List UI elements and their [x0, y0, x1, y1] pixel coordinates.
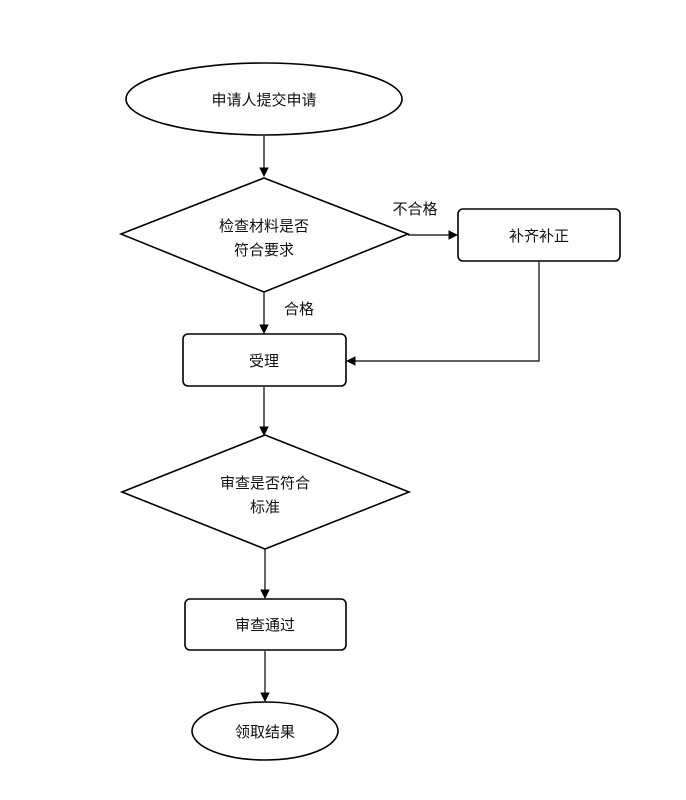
edge-label-fail: 不合格 [392, 200, 437, 218]
review-label-line1: 审查是否符合 [220, 474, 310, 492]
end-node-label: 领取结果 [235, 723, 295, 741]
check-materials-label-line1: 检查材料是否 [219, 217, 309, 235]
approved-node-label: 审查通过 [235, 616, 295, 634]
start-node: 申请人提交申请 [125, 62, 403, 136]
approved-node: 审查通过 [184, 598, 347, 651]
check-materials-decision: 检查材料是否 符合要求 [118, 177, 411, 293]
edge-label-pass: 合格 [284, 300, 314, 318]
end-node: 领取结果 [191, 701, 339, 761]
arrow-supplement-to-accept [346, 262, 540, 366]
accept-node: 受理 [182, 333, 347, 387]
accept-node-label: 受理 [249, 352, 279, 370]
check-materials-label-line2: 符合要求 [234, 241, 294, 259]
review-decision: 审查是否符合 标准 [119, 434, 412, 550]
connectors [259, 136, 540, 702]
supplement-node: 补齐补正 [457, 208, 621, 262]
start-node-label: 申请人提交申请 [211, 91, 316, 109]
review-label-line2: 标准 [250, 498, 280, 516]
supplement-node-label: 补齐补正 [509, 227, 569, 245]
